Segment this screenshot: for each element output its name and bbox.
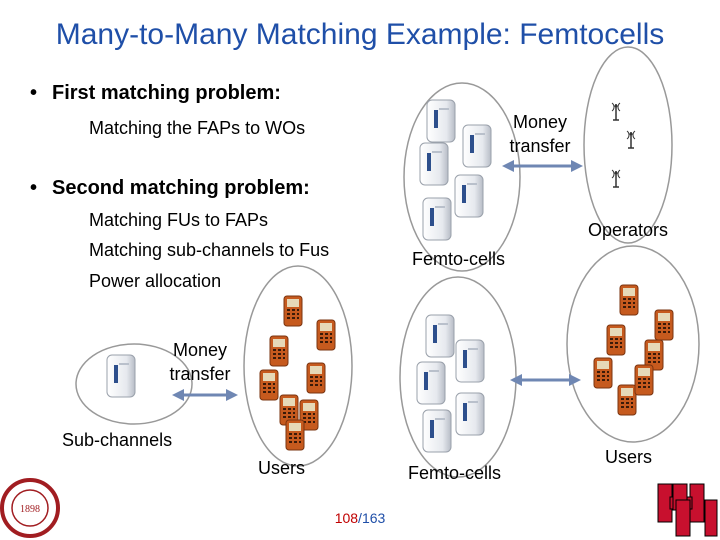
page-current: 108 (334, 510, 359, 526)
phone-icon (654, 309, 674, 341)
phone-icon (283, 295, 303, 327)
users-left-ellipse (243, 265, 353, 467)
phone-icon (619, 284, 639, 316)
phone-icon (634, 364, 654, 396)
subchannels-label: Sub-channels (62, 430, 173, 450)
money-transfer-label-top: Money transfer (500, 110, 580, 158)
femtocell-ap-icon (416, 361, 446, 405)
femtocell-ap-icon (455, 339, 485, 383)
operators-label: Operators (588, 220, 669, 240)
femtocell-ap-icon (106, 354, 136, 398)
users-left-label: Users (258, 458, 306, 478)
bullet-label: Second matching problem: (52, 177, 310, 199)
femtocell-ap-icon (426, 99, 456, 143)
page-separator: / (358, 510, 362, 526)
users-right-ellipse (566, 245, 700, 443)
femtocell-ap-icon (419, 142, 449, 186)
phone-icon (269, 335, 289, 367)
page-total: 163 (361, 510, 386, 526)
bullet-dot: • (30, 82, 38, 104)
operators-ellipse (583, 46, 673, 244)
bullet-label: First matching problem: (52, 82, 281, 104)
phone-icon (306, 362, 326, 394)
phone-icon (593, 357, 613, 389)
money-transfer-line: Money (172, 340, 228, 360)
svg-text:1898: 1898 (20, 504, 40, 515)
femtocell-ap-icon (454, 174, 484, 218)
phone-icon (285, 419, 305, 451)
bullet-dot: • (30, 177, 38, 199)
bullet-second-matching: • Second matching problem: (30, 177, 310, 200)
sub-item: Power allocation (89, 271, 222, 291)
sub-item: Matching the FAPs to WOs (89, 118, 306, 138)
money-transfer-label-mid: Money transfer (160, 338, 240, 386)
money-transfer-line: Money (512, 112, 568, 132)
money-transfer-line: transfer (509, 136, 571, 156)
phone-icon (259, 369, 279, 401)
sub-item: Matching sub-channels to Fus (89, 240, 330, 260)
phone-icon (617, 384, 637, 416)
femtocell-ap-icon (455, 392, 485, 436)
bullet-first-matching: • First matching problem: (30, 82, 281, 105)
phone-icon (316, 319, 336, 351)
uh-logo (657, 483, 718, 537)
femtocell-ap-icon (422, 409, 452, 453)
university-seal-logo: 1898 (0, 478, 60, 538)
femtocell-ap-icon (462, 124, 492, 168)
femtocells-bottom-label: Femto-cells (408, 463, 502, 483)
femtocell-ap-icon (425, 314, 455, 358)
phone-icon (606, 324, 626, 356)
page-number: 108/163 (0, 510, 720, 526)
slide-title: Many-to-Many Matching Example: Femtocell… (55, 18, 665, 51)
users-right-label: Users (605, 447, 653, 467)
sub-item: Matching FUs to FAPs (89, 210, 269, 230)
money-transfer-line: transfer (169, 364, 231, 384)
femtocell-ap-icon (422, 197, 452, 241)
femtocells-top-label: Femto-cells (412, 249, 506, 269)
